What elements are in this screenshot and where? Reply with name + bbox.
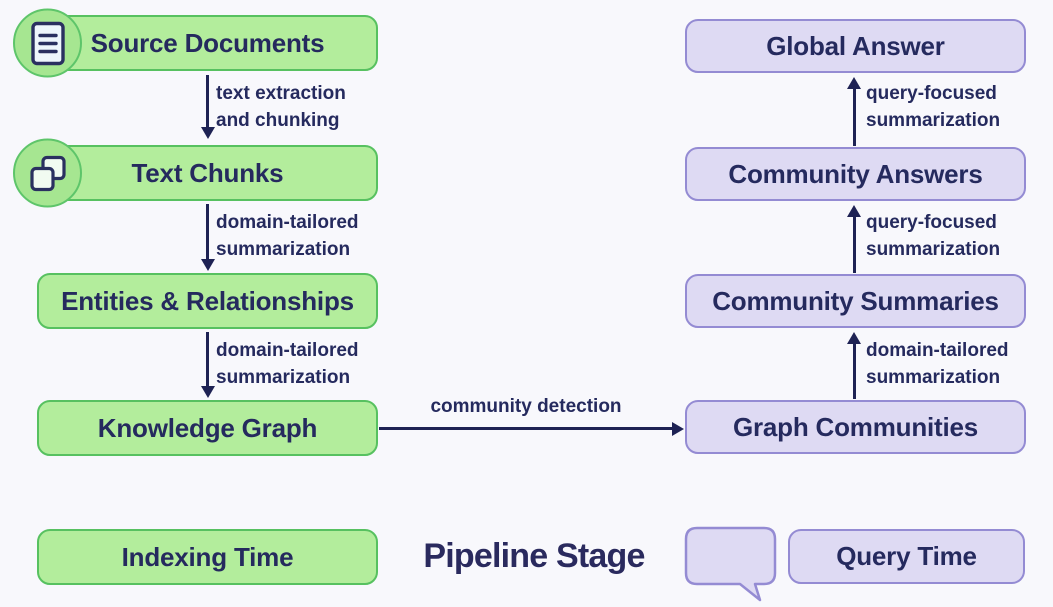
speech-bubble-icon — [684, 526, 777, 602]
arrowhead-right-icon — [672, 421, 684, 436]
text-chunks-badge — [13, 138, 82, 208]
legend-query-time: Query Time — [788, 529, 1025, 584]
node-entities-relationships: Entities & Relationships — [37, 273, 378, 329]
legend-indexing-time: Indexing Time — [37, 529, 378, 585]
arrowhead-up-icon — [846, 205, 861, 217]
legend-title: Pipeline Stage — [423, 537, 645, 575]
arrowhead-up-icon — [846, 332, 861, 344]
edge-label-qfs-1: query-focused summarization — [866, 83, 1001, 131]
node-text-chunks: Text Chunks — [13, 138, 378, 208]
edge-label-chunking: text extraction and chunking — [216, 83, 346, 131]
copy-icon — [29, 155, 66, 191]
node-graph-communities: Graph Communities — [685, 400, 1026, 454]
node-global-answer: Global Answer — [685, 19, 1026, 73]
node-knowledge-graph: Knowledge Graph — [37, 400, 378, 456]
edge-label-summarize-1: domain-tailored summarization — [216, 212, 359, 260]
node-community-summaries: Community Summaries — [685, 274, 1026, 328]
node-label: Text Chunks — [131, 157, 284, 188]
node-label: Entities & Relationships — [61, 285, 354, 316]
node-label: Community Answers — [728, 158, 983, 189]
node-label: Community Summaries — [712, 285, 999, 316]
node-source-documents: Source Documents — [13, 8, 378, 78]
edge-label-qfs-2: query-focused summarization — [866, 212, 1001, 260]
arrowhead-down-icon — [200, 127, 215, 139]
arrowhead-down-icon — [200, 386, 215, 398]
node-label: Graph Communities — [732, 411, 979, 442]
arrow-community-detection — [379, 427, 673, 430]
edge-label-community-detection: community detection — [430, 396, 622, 417]
arrowhead-up-icon — [846, 77, 861, 89]
arrow-qfs-2 — [853, 216, 856, 273]
source-documents-badge — [13, 8, 82, 78]
node-label: Global Answer — [766, 30, 945, 61]
arrow-chunking — [206, 75, 209, 128]
legend-label: Query Time — [836, 541, 977, 571]
legend-label: Indexing Time — [121, 541, 294, 572]
node-label: Source Documents — [90, 27, 325, 58]
arrow-summarize-1 — [206, 204, 209, 260]
arrow-summarize-2 — [206, 332, 209, 387]
edge-label-summarize-2: domain-tailored summarization — [216, 340, 359, 388]
document-icon — [30, 21, 65, 65]
edge-label-dts-right: domain-tailored summarization — [866, 340, 1009, 388]
arrowhead-down-icon — [200, 259, 215, 271]
arrow-qfs-1 — [853, 88, 856, 146]
node-community-answers: Community Answers — [685, 147, 1026, 201]
arrow-dts-right — [853, 343, 856, 399]
node-label: Knowledge Graph — [97, 412, 318, 443]
